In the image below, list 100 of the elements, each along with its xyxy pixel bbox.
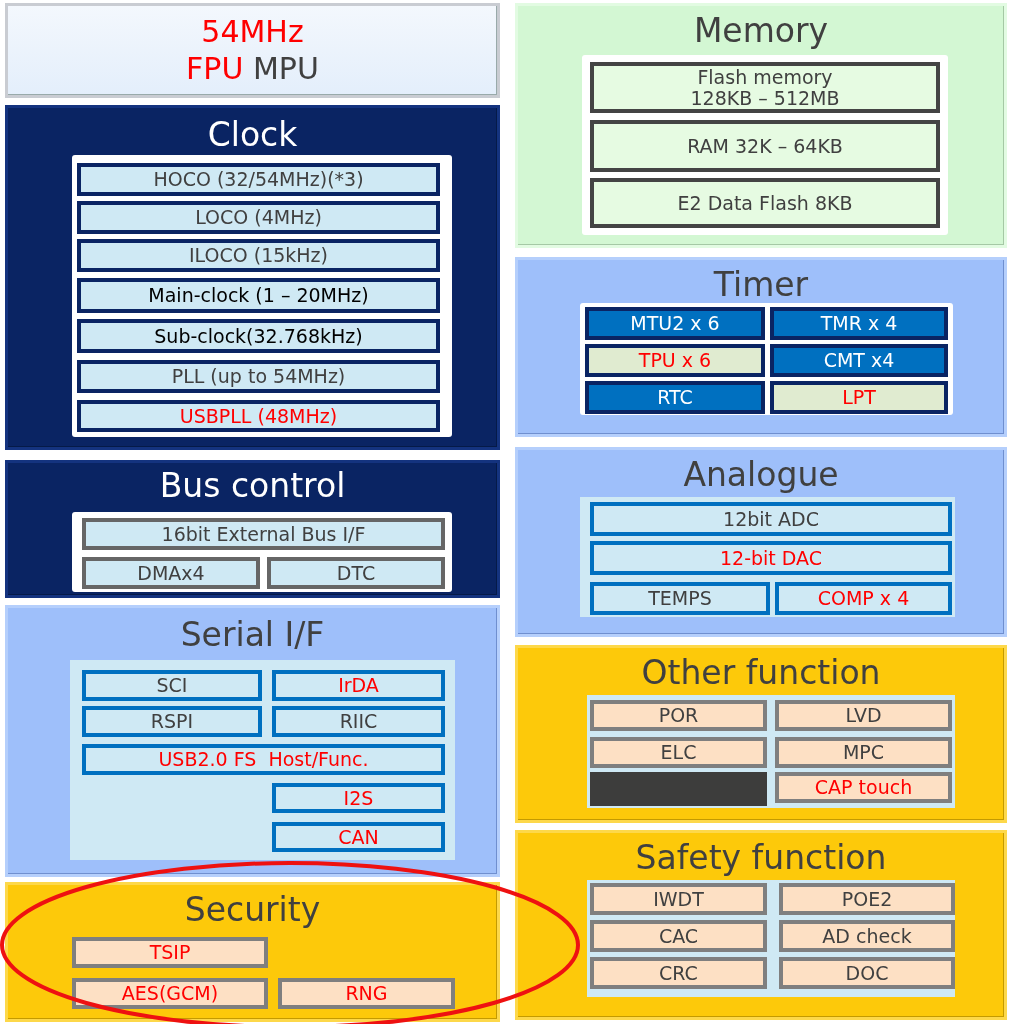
block-cell (770, 381, 948, 414)
block-cell (77, 201, 440, 234)
block-label: TMR x 4 (820, 313, 898, 334)
block-label: COMP x 4 (817, 588, 910, 609)
block-label: TSIP (149, 942, 191, 963)
section-title: Other function (640, 653, 882, 693)
section-panel (515, 447, 1007, 637)
block-label: MPC (842, 742, 885, 763)
block-label: RIIC (339, 711, 378, 732)
block-cell (590, 957, 767, 989)
block-label: Main-clock (1 – 20MHz) (148, 285, 369, 306)
block-label: CAC (658, 925, 699, 947)
block-label: USB2.0 FS Host/Func. (158, 749, 369, 770)
block-label: PLL (up to 54MHz) (171, 366, 346, 387)
block-cell (590, 178, 940, 228)
section-title: Timer (712, 265, 810, 305)
block-label: 12-bit DAC (719, 547, 823, 569)
block-cell (590, 920, 767, 952)
block-label: RSPI (150, 711, 194, 732)
block-cell (775, 582, 952, 615)
section-panel (5, 460, 500, 598)
section-panel (5, 605, 500, 877)
block-label: SCI (156, 675, 188, 696)
block-cell (77, 319, 440, 353)
block-label: DMAx4 (137, 562, 205, 584)
block-label: I2S (343, 787, 374, 809)
block-label: LOCO (4MHz) (195, 207, 322, 228)
section-panel (5, 882, 500, 1022)
block-label: CAN (338, 826, 379, 848)
block-cell (590, 120, 940, 172)
section-title: Serial I/F (179, 615, 326, 655)
block-label: POE2 (841, 888, 893, 910)
section-panel (515, 645, 1007, 823)
section-title: Security (183, 890, 322, 930)
block-label: E2 Data Flash 8KB (677, 192, 853, 214)
section-title: Safety function (634, 838, 888, 878)
block-label: TEMPS (648, 588, 712, 609)
block-label: DTC (336, 562, 376, 584)
spec-text: 54MHz (201, 14, 304, 49)
block-cell (775, 700, 952, 731)
block-cell (590, 582, 770, 615)
block-label: AES(GCM) (121, 983, 219, 1004)
section-panel (515, 3, 1007, 248)
block-cell (590, 502, 952, 536)
block-label: DOC (845, 962, 889, 984)
block-cell (590, 737, 767, 768)
spec-text: FPU (186, 51, 244, 86)
section-title: Bus control (158, 466, 347, 506)
block-cell (72, 937, 268, 968)
block-cell (779, 883, 955, 915)
section-title: Memory (692, 11, 830, 51)
block-label: CAP touch (814, 777, 913, 798)
block-label: CMT x4 (823, 350, 895, 371)
block-label: LVD (845, 705, 882, 726)
block-cell (770, 307, 948, 340)
block-cell (82, 744, 445, 775)
block-cell (585, 344, 765, 377)
block-cell (775, 772, 952, 803)
block-cell (775, 737, 952, 768)
block-cell (590, 883, 767, 915)
block-cell (590, 700, 767, 731)
header-panel (5, 3, 500, 98)
block-label: LPT (842, 387, 876, 408)
block-label: MTU2 x 6 (630, 313, 720, 334)
block-cell (77, 360, 440, 393)
section-title: Clock (206, 115, 299, 155)
block-label: RNG (345, 983, 388, 1004)
block-label: 12bit ADC (723, 508, 819, 530)
block-cell (77, 278, 440, 313)
block-label: AD check (822, 925, 912, 947)
block-cell (272, 783, 445, 813)
block-cell (590, 62, 940, 113)
block-cell (590, 541, 952, 575)
section-panel (515, 830, 1007, 1020)
block-cell (278, 978, 455, 1009)
block-label: ILOCO (15kHz) (189, 245, 328, 266)
block-cell (82, 670, 262, 701)
block-cell (585, 307, 765, 340)
block-cell (272, 706, 445, 737)
block-label: USBPLL (48MHz) (179, 405, 338, 427)
block-cell (585, 381, 765, 414)
block-label: Flash memory 128KB – 512MB (689, 66, 841, 109)
block-label: HOCO (32/54MHz)(*3) (153, 169, 364, 190)
block-cell (72, 978, 268, 1009)
block-label: ELC (660, 742, 697, 763)
block-label: RTC (657, 387, 693, 408)
block-cell (82, 518, 445, 550)
block-label: RAM 32K – 64KB (687, 135, 843, 157)
block-label: POR (658, 705, 699, 726)
block-cell (779, 957, 955, 989)
block-label: 16bit External Bus I/F (161, 523, 366, 545)
section-panel (515, 257, 1007, 437)
block-cell (272, 670, 445, 701)
block-label: TPU x 6 (638, 350, 712, 371)
block-cell (272, 822, 445, 852)
block-cell (77, 400, 440, 432)
block-label: IrDA (338, 675, 379, 696)
blank-block (590, 772, 767, 806)
block-label: Sub-clock(32.768kHz) (154, 325, 363, 347)
block-cell (267, 557, 445, 589)
